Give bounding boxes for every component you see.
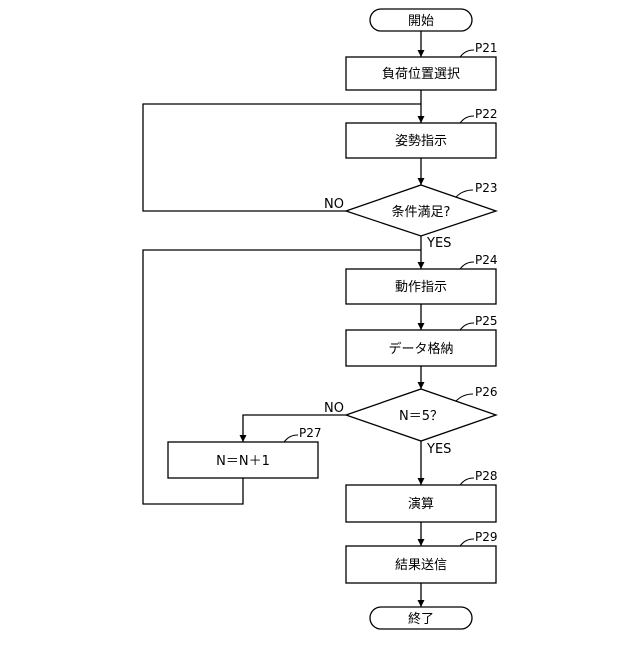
decision-p23-label: 条件満足? bbox=[392, 204, 451, 220]
leader-p26 bbox=[456, 394, 473, 401]
ref-p23: P23 bbox=[475, 181, 498, 195]
ref-p26: P26 bbox=[475, 385, 498, 399]
ref-p29: P29 bbox=[475, 530, 498, 544]
process-p24-label: 動作指示 bbox=[395, 280, 447, 295]
leader-p21 bbox=[460, 50, 474, 57]
process-p25-label: データ格納 bbox=[388, 341, 453, 357]
ref-p22: P22 bbox=[475, 107, 498, 121]
leader-p25 bbox=[460, 323, 474, 330]
branch-label-p26-no: NO bbox=[324, 401, 344, 416]
branch-label-p23-no: NO bbox=[324, 197, 344, 212]
process-p21-label: 負荷位置選択 bbox=[382, 67, 460, 82]
leader-p22 bbox=[460, 116, 474, 123]
ref-p21: P21 bbox=[475, 41, 498, 55]
ref-p24: P24 bbox=[475, 253, 498, 267]
ref-p25: P25 bbox=[475, 314, 498, 328]
leader-p27 bbox=[284, 435, 298, 442]
leader-p28 bbox=[460, 478, 474, 485]
edge-p26-no bbox=[243, 415, 346, 442]
process-p27-label: N＝N＋1 bbox=[216, 454, 270, 469]
leader-p24 bbox=[460, 262, 474, 269]
start-label: 開始 bbox=[408, 14, 434, 29]
ref-p28: P28 bbox=[475, 469, 498, 483]
decision-p26-label: N＝5？ bbox=[399, 409, 443, 424]
process-p29-label: 結果送信 bbox=[395, 558, 447, 573]
branch-label-p23-yes: YES bbox=[426, 236, 451, 251]
process-p22-label: 姿勢指示 bbox=[395, 133, 447, 149]
end-label: 終了 bbox=[408, 611, 434, 627]
leader-p23 bbox=[456, 190, 473, 197]
process-p28-label: 演算 bbox=[408, 496, 434, 512]
branch-label-p26-yes: YES bbox=[426, 442, 451, 457]
ref-p27: P27 bbox=[299, 426, 322, 440]
leader-p29 bbox=[460, 539, 474, 546]
